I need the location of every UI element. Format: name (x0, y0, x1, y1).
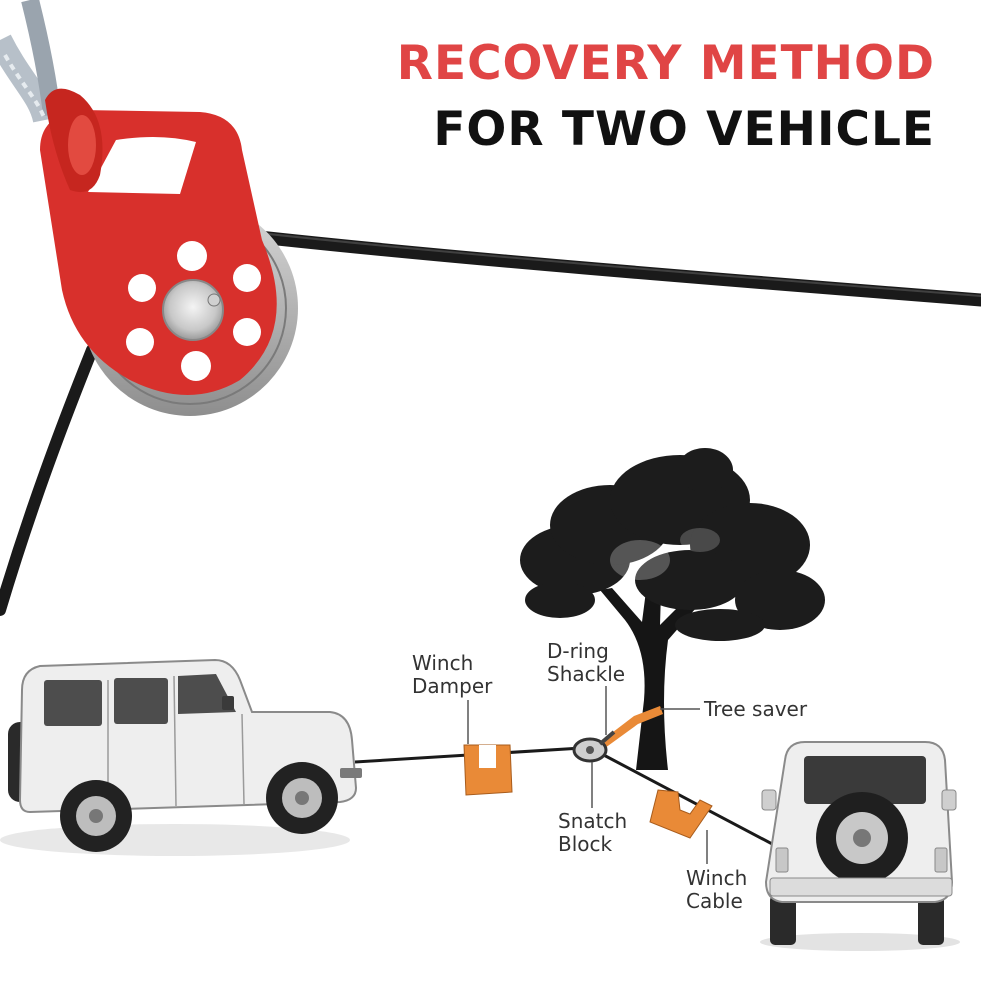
snatch-block-pulley-icon (40, 88, 298, 416)
suv-rear-icon (760, 741, 960, 951)
label-winch-cable-line2: Cable (686, 889, 743, 913)
label-winch-damper-line2: Damper (412, 674, 493, 698)
label-snatch-block-line1: Snatch (558, 809, 628, 833)
main-rope (0, 229, 981, 616)
label-winch-damper: Winch Damper (412, 652, 492, 698)
tree-icon (520, 448, 825, 770)
suv-side-icon (0, 658, 362, 856)
label-snatch-block: Snatch Block (558, 810, 627, 856)
label-d-ring-shackle-line2: Shackle (547, 662, 626, 686)
label-d-ring-shackle-line1: D-ring (547, 639, 609, 663)
label-d-ring-shackle: D-ring Shackle (547, 640, 625, 686)
ground-snatch-block (572, 686, 616, 808)
synthetic-rope (0, 0, 61, 124)
title-line-1: RECOVERY METHOD (396, 36, 935, 91)
winch-damper-icon (463, 700, 713, 864)
tree-saver-strap (600, 706, 700, 748)
label-winch-damper-line1: Winch (412, 651, 474, 675)
label-tree-saver: Tree saver (704, 697, 808, 721)
label-winch-cable: Winch Cable (686, 867, 747, 913)
title-line-2: FOR TWO VEHICLE (433, 102, 935, 157)
label-winch-cable-line1: Winch (686, 866, 748, 890)
label-snatch-block-line2: Block (558, 832, 613, 856)
